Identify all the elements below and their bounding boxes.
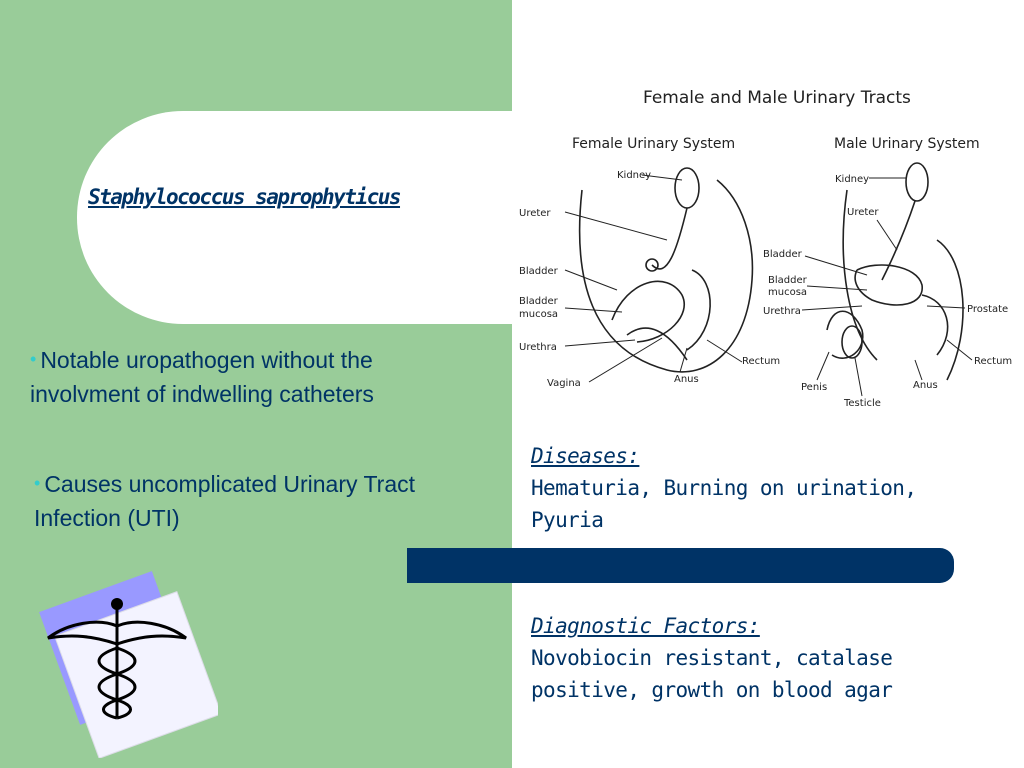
male-heading: Male Urinary System — [834, 136, 980, 152]
female-label-ureter: Ureter — [519, 208, 551, 219]
female-label-urethra: Urethra — [519, 342, 557, 353]
female-label-bladder-mucosa-2: mucosa — [519, 309, 558, 320]
female-anatomy-drawing — [578, 167, 754, 373]
diseases-text: Hematuria, Burning on urination, Pyuria — [531, 476, 917, 532]
bullet-dot-icon: • — [30, 349, 37, 369]
diagnostic-block: Diagnostic Factors: Novobiocin resistant… — [531, 610, 1011, 706]
female-label-anus: Anus — [674, 374, 699, 385]
male-label-penis: Penis — [801, 382, 827, 393]
male-label-anus: Anus — [913, 380, 938, 391]
caduceus-icon — [39, 571, 218, 758]
bullet-item-1: •Notable uropathogen without the involvm… — [30, 342, 450, 411]
bullet-item-2: •Causes uncomplicated Urinary Tract Infe… — [34, 466, 434, 535]
male-label-rectum: Rectum — [974, 356, 1012, 367]
male-label-bladder: Bladder — [763, 249, 803, 260]
female-label-bladder-mucosa-1: Bladder — [519, 296, 559, 307]
diagram-title: Female and Male Urinary Tracts — [643, 88, 911, 108]
bullet-dot-icon: • — [34, 473, 41, 493]
male-anatomy-drawing — [826, 162, 964, 381]
bullet-text-2: Causes uncomplicated Urinary Tract Infec… — [34, 471, 416, 531]
diagnostic-heading: Diagnostic Factors: — [531, 614, 760, 638]
male-label-testicle: Testicle — [843, 398, 881, 409]
male-label-prostate: Prostate — [967, 304, 1008, 315]
urinary-tract-diagram: Female and Male Urinary Tracts Female Ur… — [519, 88, 1012, 409]
divider-bar — [407, 548, 954, 583]
female-leader-lines — [564, 174, 743, 383]
female-label-kidney: Kidney — [617, 170, 651, 181]
male-label-kidney: Kidney — [835, 174, 869, 185]
diseases-block: Diseases: Hematuria, Burning on urinatio… — [531, 440, 971, 536]
male-label-bladder-mucosa-2: mucosa — [768, 287, 807, 298]
bullet-text-1: Notable uropathogen without the involvme… — [30, 347, 374, 407]
male-label-urethra: Urethra — [763, 306, 801, 317]
male-leader-lines — [801, 177, 973, 397]
female-label-bladder: Bladder — [519, 266, 559, 277]
diagnostic-text: Novobiocin resistant, catalase positive,… — [531, 646, 893, 702]
diseases-heading: Diseases: — [531, 444, 640, 468]
male-label-bladder-mucosa-1: Bladder — [768, 275, 808, 286]
female-label-vagina: Vagina — [547, 378, 581, 389]
female-heading: Female Urinary System — [572, 136, 735, 152]
slide-title: Staphylococcus saprophyticus — [88, 185, 402, 209]
male-label-ureter: Ureter — [847, 207, 879, 218]
title-pill-background — [77, 111, 517, 324]
female-label-rectum: Rectum — [742, 356, 780, 367]
